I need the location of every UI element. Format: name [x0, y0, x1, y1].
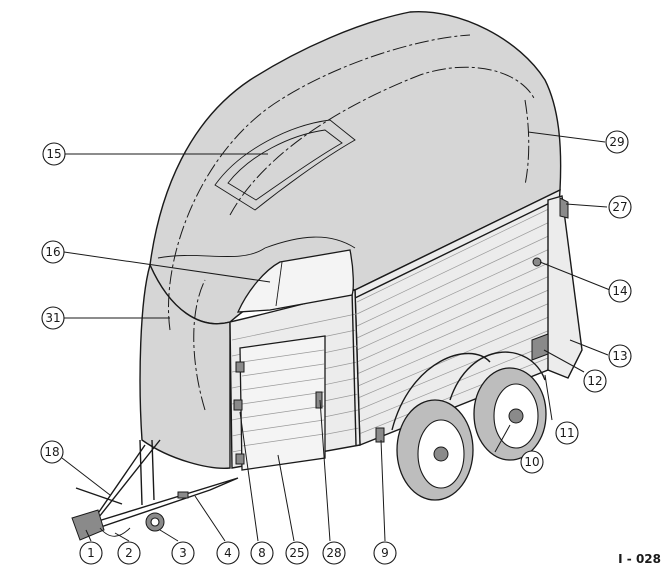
handbrake-lever: [75, 487, 123, 505]
roof-seam: [157, 247, 266, 259]
rear-hub: [508, 408, 524, 424]
callout-10: 10: [520, 450, 544, 474]
svg-text:14: 14: [612, 284, 627, 298]
door-hinge: [233, 399, 243, 411]
roof-dashed-line: [229, 66, 536, 216]
svg-text:25: 25: [289, 546, 304, 560]
front-corner-post: [351, 289, 357, 446]
callout-13: 13: [608, 344, 632, 368]
front-post: [139, 439, 155, 506]
callout-25: 25: [285, 541, 309, 565]
front-hub: [433, 446, 449, 462]
rear-light: [531, 333, 549, 361]
window-frame: [275, 261, 283, 307]
svg-text:29: 29: [609, 135, 624, 149]
door-hinge: [235, 361, 245, 373]
svg-text:2: 2: [125, 546, 133, 560]
callout-12: 12: [583, 369, 607, 393]
corner-steady: [375, 427, 385, 443]
roof-dashed-line: [168, 34, 471, 331]
jockey-wheel-hub: [150, 517, 160, 527]
svg-text:10: 10: [524, 455, 539, 469]
roof-dashed-line: [193, 279, 206, 411]
svg-text:9: 9: [381, 546, 389, 560]
svg-text:31: 31: [45, 311, 60, 325]
roof-seam: [264, 236, 356, 249]
callout-3: 3: [171, 541, 195, 565]
callout-11: 11: [555, 421, 579, 445]
svg-text:11: 11: [559, 426, 574, 440]
side-marker: [532, 257, 542, 267]
rear-latch: [559, 197, 569, 219]
svg-text:18: 18: [44, 445, 59, 459]
side-top-rail: [354, 197, 561, 299]
callout-9: 9: [373, 541, 397, 565]
front-window: [236, 249, 354, 313]
callout-27: 27: [608, 195, 632, 219]
callout-18: 18: [40, 440, 64, 464]
leader-lines: [61, 131, 611, 542]
callout-29: 29: [605, 130, 629, 154]
drawing-id: I - 028: [618, 552, 661, 566]
door-hinge: [235, 453, 245, 465]
fender: [449, 351, 546, 401]
callout-28: 28: [322, 541, 346, 565]
front-door: [239, 335, 326, 471]
svg-text:15: 15: [46, 147, 61, 161]
svg-text:27: 27: [612, 200, 627, 214]
breakaway-cable: [99, 527, 131, 537]
callout-8: 8: [250, 541, 274, 565]
drawbar-frame: [89, 439, 161, 526]
rear-ramp: [547, 195, 583, 379]
coupling-head: [71, 509, 105, 541]
svg-text:16: 16: [45, 245, 60, 259]
svg-text:12: 12: [587, 374, 602, 388]
callout-14: 14: [608, 279, 632, 303]
svg-text:3: 3: [179, 546, 187, 560]
svg-text:1: 1: [87, 546, 95, 560]
callout-31: 31: [41, 306, 65, 330]
callout-4: 4: [216, 541, 240, 565]
svg-text:8: 8: [258, 546, 266, 560]
roof-hatch-inner: [227, 129, 343, 201]
roof-dashed-line: [524, 99, 530, 186]
callout-2: 2: [117, 541, 141, 565]
svg-text:28: 28: [326, 546, 341, 560]
door-planks: [241, 349, 325, 447]
fender: [391, 352, 491, 431]
callout-16: 16: [41, 240, 65, 264]
callout-15: 15: [42, 142, 66, 166]
svg-text:13: 13: [612, 349, 627, 363]
trailer-front-nose: [139, 262, 231, 469]
svg-text:4: 4: [224, 546, 232, 560]
door-handle: [315, 391, 323, 409]
drawbar-frame: [91, 477, 239, 531]
callouts: 1 2 3 4 8 25 28 9 10 11 12 13 14 27 29 1…: [40, 130, 632, 565]
chassis-plate: [177, 491, 189, 499]
callout-1: 1: [79, 541, 103, 565]
